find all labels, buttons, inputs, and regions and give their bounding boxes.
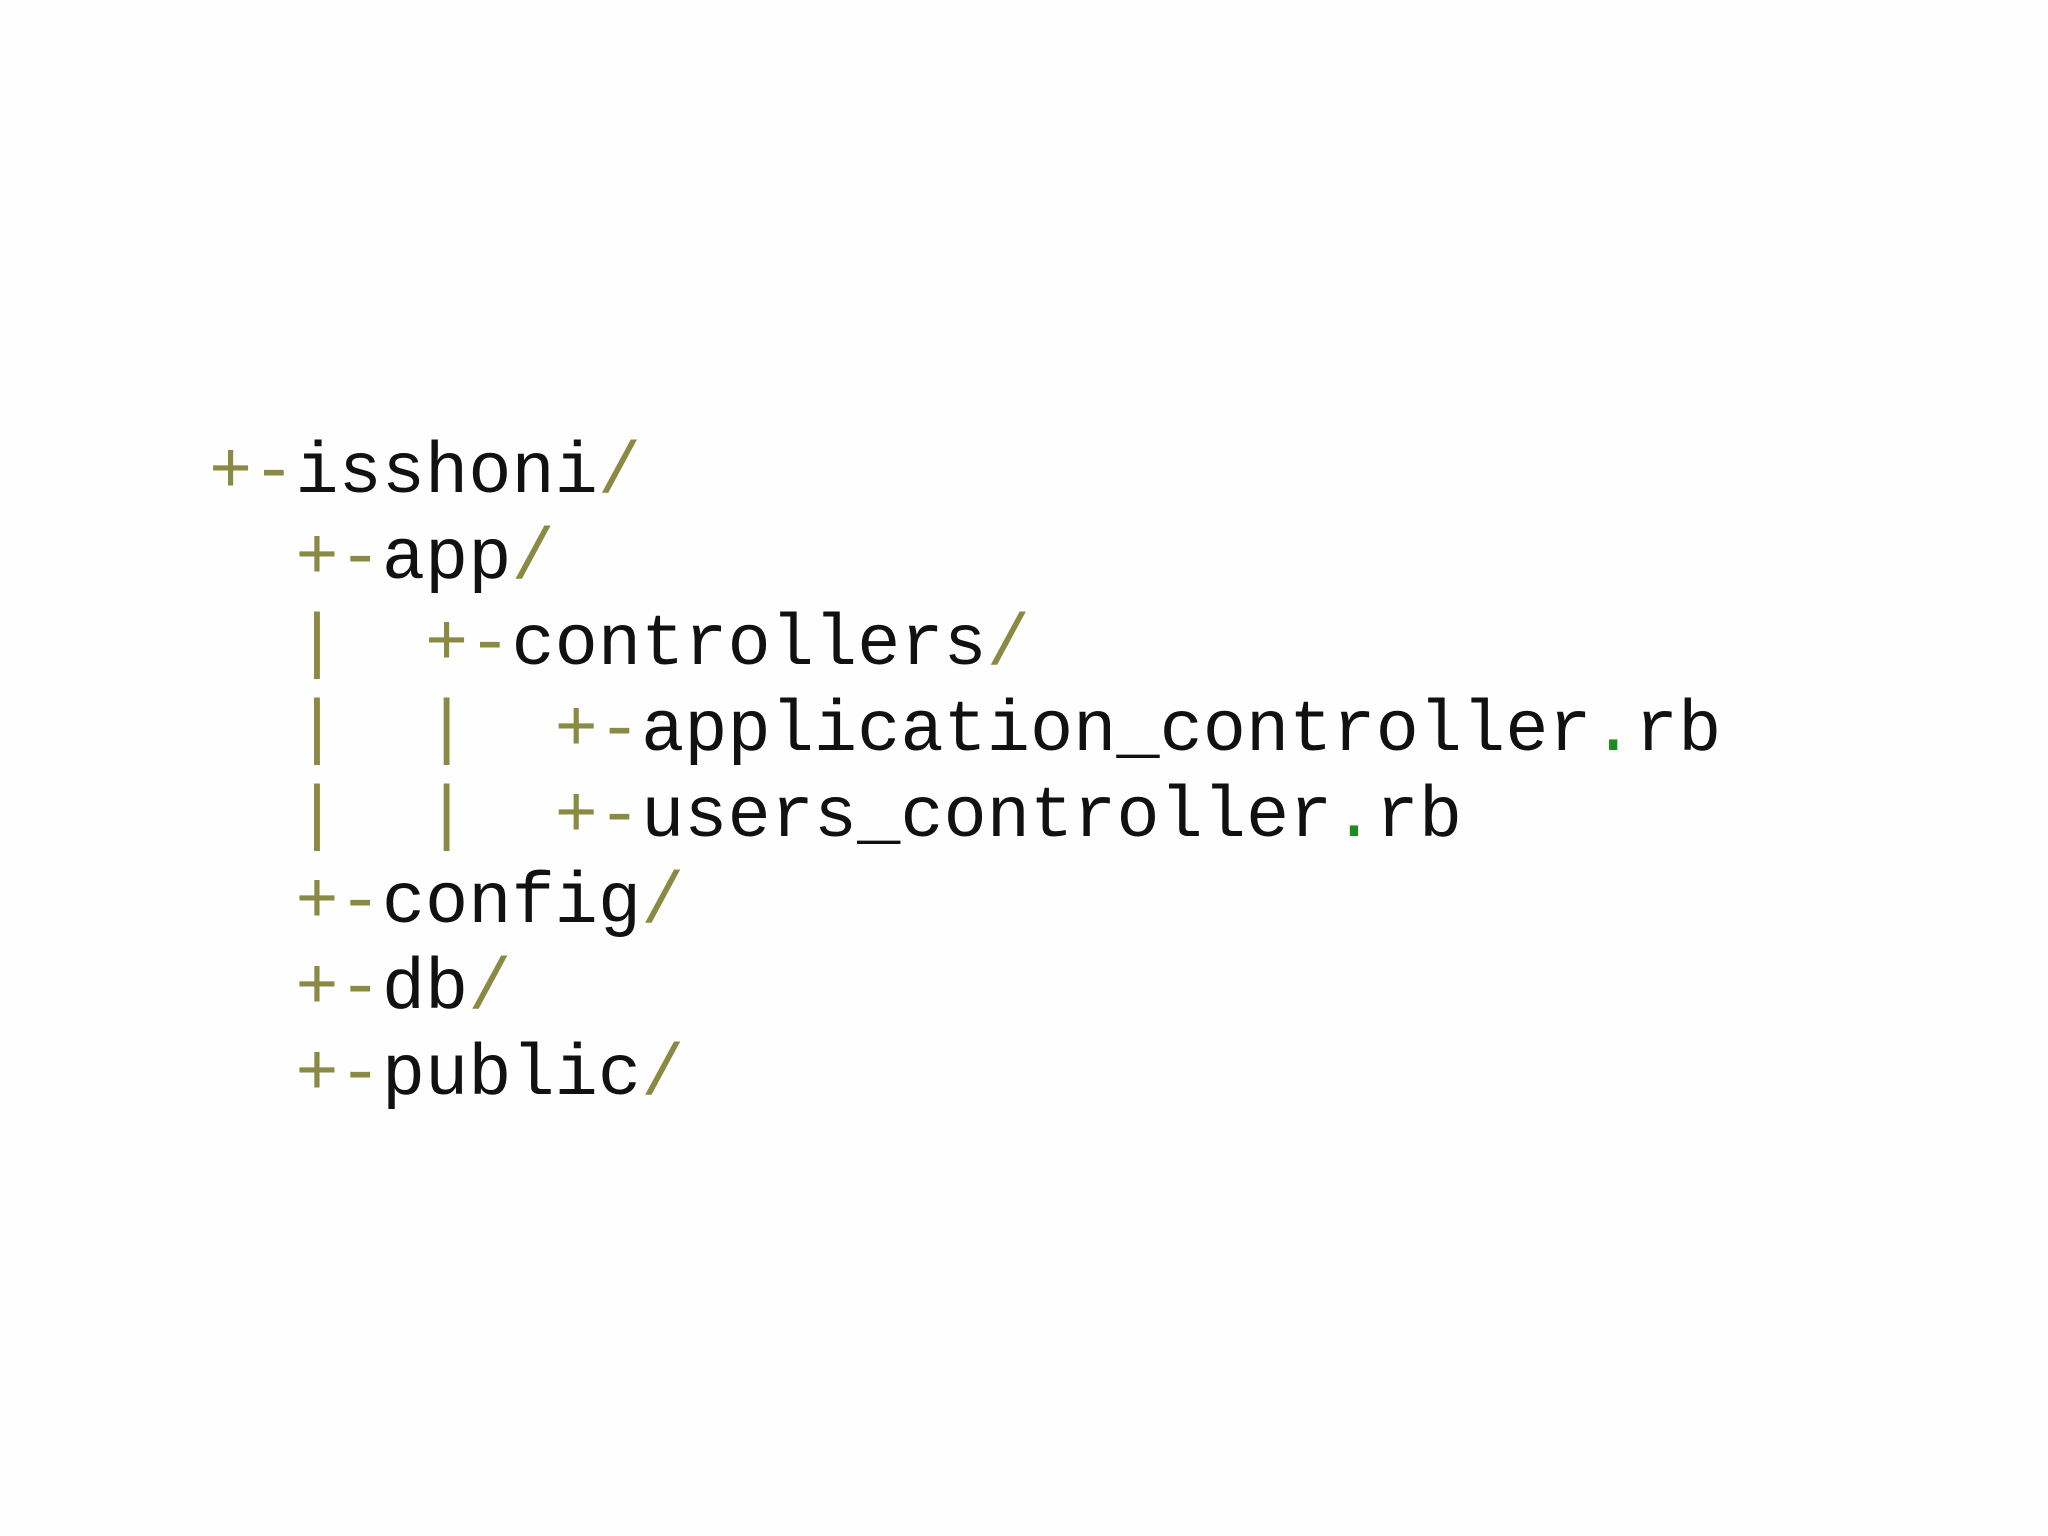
entry-name: rb [1375, 776, 1463, 858]
tree-connector: +- [425, 604, 512, 686]
entry-name: app [381, 518, 512, 600]
directory-slash: / [511, 518, 555, 600]
directory-slash: / [641, 1034, 685, 1116]
entry-name: users_controller [641, 776, 1333, 858]
tree-line-db: +-db/ [209, 946, 1721, 1032]
directory-slash: / [468, 948, 512, 1030]
entry-name: config [381, 862, 642, 944]
entry-name: public [381, 1034, 642, 1116]
tree-connector: +- [554, 776, 642, 858]
tree-connector: +- [295, 862, 382, 944]
tree-connector: +- [295, 948, 382, 1030]
entry-name: db [381, 948, 469, 1030]
tree-line-users-controller: | | +-users_controller.rb [209, 774, 1721, 860]
tree-guide [209, 862, 295, 944]
directory-slash: / [641, 862, 685, 944]
tree-line-controllers: | +-controllers/ [209, 602, 1721, 688]
entry-name: application_controller [641, 690, 1592, 772]
tree-guide: | [209, 604, 426, 686]
entry-name: rb [1634, 690, 1722, 772]
tree-guide [209, 1034, 295, 1116]
directory-slash: / [597, 432, 642, 514]
extension-dot: . [1332, 776, 1376, 858]
tree-line-public: +-public/ [209, 1032, 1721, 1118]
tree-guide [209, 518, 295, 600]
directory-slash: / [986, 604, 1030, 686]
tree-guide [209, 948, 295, 1030]
extension-dot: . [1591, 690, 1635, 772]
tree-line-app: +-app/ [209, 516, 1721, 602]
tree-line-application-controller: | | +-application_controller.rb [209, 688, 1721, 774]
tree-connector: +- [295, 1034, 382, 1116]
tree-line-config: +-config/ [209, 860, 1721, 946]
entry-name: isshoni [295, 432, 598, 514]
entry-name: controllers [511, 604, 987, 686]
directory-tree: +-isshoni/ +-app/ | +-controllers/ | | +… [209, 430, 1721, 1118]
tree-connector: +- [209, 432, 296, 514]
tree-guide: | | [209, 690, 555, 772]
tree-line-isshoni: +-isshoni/ [209, 430, 1721, 516]
tree-connector: +- [295, 518, 382, 600]
tree-connector: +- [554, 690, 642, 772]
tree-guide: | | [209, 776, 555, 858]
